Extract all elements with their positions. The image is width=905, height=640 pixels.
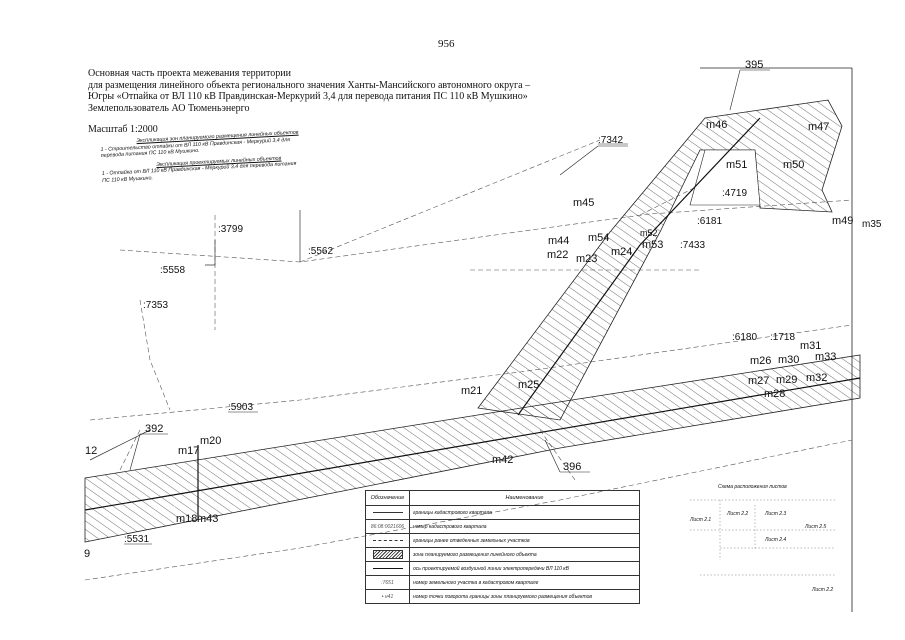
legend-row: • н41 номер точки поворота границы зоны … [365, 589, 640, 604]
header-line-2: для размещения линейного объекта региона… [88, 79, 531, 91]
legend-header: Обозначение Наименование [365, 490, 640, 506]
label-point-m49: m49 [832, 215, 853, 227]
label-point-m29: m29 [776, 374, 797, 386]
sheet-label-2-1: Лист 2.1 [690, 517, 712, 523]
label-point-m52: m52 [640, 228, 658, 238]
legend-symbol-parcel-border [365, 533, 410, 548]
legend-text: номер кадастрового квартала [409, 519, 640, 534]
sheet-scheme-title: Схема расположения листов [718, 484, 787, 490]
legend-symbol-parcel-number: :7651 [365, 575, 410, 590]
label-point-m45: m45 [573, 197, 594, 209]
label-point-m22: m22 [547, 249, 568, 261]
label-point-m42: m42 [492, 454, 513, 466]
legend-symbol-quarter-border [365, 505, 410, 520]
label-point-m18: m18 [176, 513, 197, 525]
map-scale: Масштаб 1:2000 [88, 124, 158, 135]
label-parcel-6180: :6180 [732, 332, 757, 343]
legend-col-symbol: Обозначение [365, 490, 410, 506]
sheet-label-2-5: Лист 2.5 [805, 524, 827, 530]
label-point-m43: m43 [197, 513, 218, 525]
label-parcel-395: 395 [745, 59, 763, 71]
map-labels: 395 :7342 :3799 :5562 :5558 :7353 :5903 … [84, 59, 882, 560]
sheet-label-2-4: Лист 2.4 [765, 537, 787, 543]
document-header: Основная часть проекта межевания террито… [88, 68, 530, 114]
label-parcel-6181: :6181 [697, 216, 722, 227]
label-point-m21: m21 [461, 385, 482, 397]
legend-text: границы кадастрового квартала [409, 505, 640, 520]
label-point-m53: m53 [642, 239, 663, 251]
label-point-m24: m24 [611, 246, 632, 258]
legend-row: зона планируемого размещения линейного о… [365, 547, 640, 562]
leader-lines [124, 69, 770, 545]
sheet-scheme-lines [690, 499, 835, 576]
label-point-m44: m44 [548, 235, 569, 247]
legend-table: Обозначение Наименование границы кадастр… [365, 490, 640, 604]
label-point-m35: m35 [862, 219, 882, 230]
label-point-m26: m26 [750, 355, 771, 367]
legend-row: ось проектируемой воздушной линии электр… [365, 561, 640, 576]
label-point-m31: m31 [800, 340, 821, 352]
header-line-4: Землепользователь АО Тюменьэнерго [88, 102, 250, 114]
label-point-m25: m25 [518, 379, 539, 391]
sheet-label-2-2-top: Лист 2.2 [727, 511, 749, 517]
label-point-m28: m28 [764, 388, 785, 400]
label-parcel-7433: :7433 [680, 240, 705, 251]
label-point-m54: m54 [588, 232, 609, 244]
legend-row: :7651 номер земельного участка в кадастр… [365, 575, 640, 590]
label-point-m30: m30 [778, 354, 799, 366]
label-parcel-12: 12 [85, 445, 97, 457]
label-point-m51: m51 [726, 159, 747, 171]
frame-lines [700, 67, 853, 612]
legend-row: 86:08:0021606 номер кадастрового квартал… [365, 519, 640, 534]
hatch-swatch-icon [372, 550, 403, 559]
label-parcel-7342: :7342 [598, 135, 623, 146]
label-parcel-7353: :7353 [143, 300, 168, 311]
legend-text: зона планируемого размещения линейного о… [409, 547, 640, 562]
sheet-label-2-3: Лист 2.3 [765, 511, 787, 517]
legend-text: ось проектируемой воздушной линии электр… [409, 561, 640, 576]
legend-symbol-turn-point: • н41 [365, 589, 410, 604]
label-parcel-5562: :5562 [308, 246, 333, 257]
legend-col-name: Наименование [409, 490, 640, 506]
label-parcel-1718: :1718 [770, 332, 795, 343]
legend-text: номер точки поворота границы зоны планир… [409, 589, 640, 604]
label-point-m33: m33 [815, 351, 836, 363]
page-number: 956 [438, 38, 455, 50]
header-line-1: Основная часть проекта межевания террито… [88, 68, 291, 79]
legend-symbol-quarter-number: 86:08:0021606 [365, 519, 410, 534]
legend-symbol-line-axis [365, 561, 410, 576]
label-point-m20: m20 [200, 435, 221, 447]
line-axis [84, 117, 861, 520]
legend-row: границы ранее отведенных земельных участ… [365, 533, 640, 548]
label-point-m32: m32 [806, 372, 827, 384]
sheet-label-2-2-bottom: Лист 2.2 [812, 587, 834, 593]
legend-row: границы кадастрового квартала [365, 505, 640, 520]
planned-zone [84, 99, 861, 543]
parcel-solid-lines [89, 210, 301, 461]
label-point-m17: m17 [178, 445, 199, 457]
label-point-m27: m27 [748, 375, 769, 387]
label-point-m50: m50 [783, 159, 804, 171]
legend-symbol-hatch-zone [365, 547, 410, 562]
label-parcel-396: 396 [563, 461, 581, 473]
label-parcel-4719: :4719 [722, 188, 747, 199]
label-point-m47: m47 [808, 121, 829, 133]
label-parcel-5558: :5558 [160, 265, 185, 276]
header-line-3: Югры «Отпайка от ВЛ 110 кВ Правдинская-М… [88, 91, 528, 102]
label-parcel-9: 9 [84, 548, 90, 560]
legend-text: границы ранее отведенных земельных участ… [409, 533, 640, 548]
label-parcel-5903: :5903 [228, 402, 253, 413]
label-point-m46: m46 [706, 119, 727, 131]
legend-text: номер земельного участка в кадастровом к… [409, 575, 640, 590]
label-point-m23: m23 [576, 253, 597, 265]
label-parcel-392: 392 [145, 423, 163, 435]
label-parcel-5531: :5531 [124, 534, 149, 545]
label-parcel-3799: :3799 [218, 224, 243, 235]
